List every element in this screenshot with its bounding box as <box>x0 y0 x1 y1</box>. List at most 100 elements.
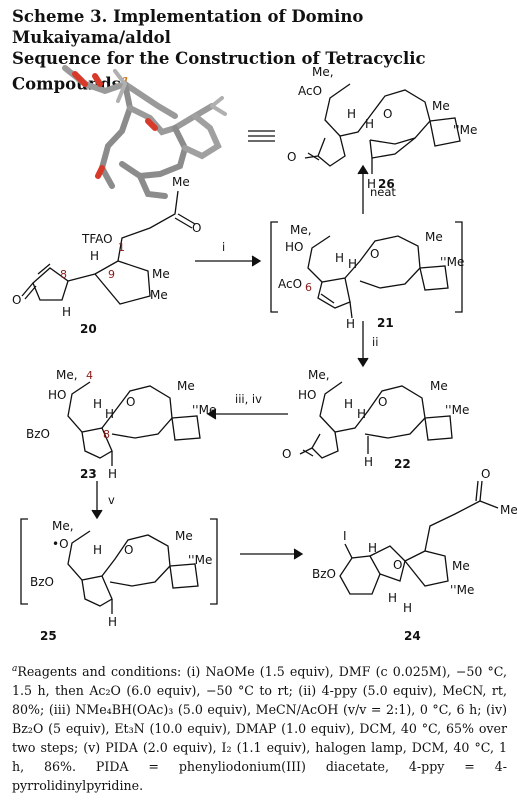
label-20-num1: 1 <box>118 241 125 254</box>
label-23-h-low: H <box>108 467 117 481</box>
label-23-me-top: Me <box>177 379 195 393</box>
label-21-me-hash: ''Me <box>440 255 464 269</box>
label-20-tfao: TFAO <box>81 232 113 246</box>
label-23-num4: 4 <box>86 369 93 382</box>
compound-number-20: 20 <box>80 322 97 336</box>
label-20-num9: 9 <box>108 268 115 281</box>
label-26-aco: AcO <box>298 84 322 98</box>
label-22-o-ketone: O <box>282 447 291 461</box>
scheme-title-line1: Scheme 3. Implementation of Domino Mukai… <box>12 7 364 47</box>
compound-number-26: 26 <box>378 177 395 191</box>
structure-25 <box>67 530 199 614</box>
label-24-iodine: I <box>343 529 347 543</box>
label-21-h-mid: H <box>348 257 357 271</box>
label-20-h-top: H <box>90 249 99 263</box>
label-25-me-hash: ''Me <box>188 553 212 567</box>
label-20-me-mid: Me <box>152 267 170 281</box>
bracket-left-25 <box>20 518 28 605</box>
label-25-o-ring: O <box>124 543 133 557</box>
structure-26 <box>304 83 461 174</box>
label-20-o-ring: O <box>12 293 21 307</box>
title-footnote-marker: a <box>120 73 129 86</box>
label-20-me-low: Me <box>150 288 168 302</box>
compound-number-21: 21 <box>377 316 394 330</box>
label-24-o-ring: O <box>393 558 402 572</box>
label-22-me-hash: ''Me <box>445 403 469 417</box>
label-22-h-mid: H <box>357 407 366 421</box>
compound-number-25: 25 <box>40 629 57 643</box>
label-25-h-low: H <box>108 615 117 629</box>
label-24-h-top: H <box>368 541 377 555</box>
arrow-label-v: v <box>108 493 115 507</box>
label-20-me-top: Me <box>172 175 190 189</box>
label-23-me-wedge: Me, <box>56 368 78 382</box>
label-21-me-top: Me <box>425 230 443 244</box>
label-21-h-low: H <box>346 317 355 331</box>
label-24-me-mid: Me <box>452 559 470 573</box>
compound-number-22: 22 <box>394 457 411 471</box>
label-23-ho: HO <box>48 388 66 402</box>
label-25-me-wedge: Me, <box>52 519 74 533</box>
label-23-o-ring: O <box>126 395 135 409</box>
label-26-me-hash: ''Me <box>453 123 477 137</box>
identity-sign <box>248 130 275 142</box>
label-20-h-low: H <box>62 305 71 319</box>
label-25-me-top: Me <box>175 529 193 543</box>
label-22-me-top: Me <box>430 379 448 393</box>
label-21-aco: AcO <box>278 277 302 291</box>
arrow-label-i: i <box>222 240 225 254</box>
label-26-me-top: Me <box>432 99 450 113</box>
arrow-step-ii <box>357 321 369 368</box>
compound-number-24: 24 <box>404 629 421 643</box>
structure-21 <box>307 235 449 319</box>
label-25-o-radical: •O <box>52 537 69 551</box>
label-21-me-wedge: Me, <box>290 223 312 237</box>
footnote-marker: a <box>12 664 18 674</box>
label-23-me-hash: ''Me <box>192 403 216 417</box>
label-26-h-bottom: H <box>367 177 376 191</box>
arrow-label-neat: neat <box>370 185 396 199</box>
label-26-me-wedge: Me, <box>312 65 334 79</box>
structure-22 <box>299 381 453 459</box>
reaction-scheme: Me, AcO H O H Me ''Me O H 26 neat Me O T… <box>12 65 517 643</box>
label-24-o-ketone: O <box>481 467 490 481</box>
compound-number-23: 23 <box>80 467 97 481</box>
structure-24 <box>339 480 499 595</box>
label-21-num6: 6 <box>305 281 312 294</box>
label-24-me-hash: ''Me <box>450 583 474 597</box>
scheme-title: Scheme 3. Implementation of Domino Mukai… <box>12 6 507 95</box>
label-21-h-top: H <box>335 251 344 265</box>
label-23-num8: 8 <box>103 428 110 441</box>
bracket-right-25 <box>210 518 218 605</box>
arrow-step-v <box>91 481 103 520</box>
label-23-h-mid: H <box>105 407 114 421</box>
footnote-text: Reagents and conditions: (i) NaOMe (1.5 … <box>12 664 507 794</box>
label-24-bzo: BzO <box>312 567 336 581</box>
reagents-footnote: aReagents and conditions: (i) NaOMe (1.5… <box>12 660 507 795</box>
label-21-o-ring: O <box>370 247 379 261</box>
arrow-to-24 <box>240 548 304 560</box>
label-24-h-low2: H <box>403 601 412 615</box>
bracket-right-21 <box>455 221 463 313</box>
label-20-o-ketone: O <box>192 221 201 235</box>
label-25-h-top: H <box>93 543 102 557</box>
arrow-step-i <box>195 255 262 267</box>
arrow-label-ii: ii <box>372 335 378 349</box>
bracket-left-21 <box>270 221 278 313</box>
label-26-o-ring: O <box>383 107 392 121</box>
label-22-o-ring: O <box>378 395 387 409</box>
label-22-ho: HO <box>298 388 316 402</box>
label-20-num8: 8 <box>60 268 67 281</box>
label-21-ho: HO <box>285 240 303 254</box>
arrow-neat <box>357 164 369 214</box>
crystal-structure-image <box>62 65 227 199</box>
label-24-me-top: Me <box>500 503 517 517</box>
label-26-h-mid: H <box>365 117 374 131</box>
structure-23 <box>67 381 201 466</box>
label-24-h-low1: H <box>388 591 397 605</box>
arrow-label-iii-iv: iii, iv <box>235 392 262 406</box>
label-23-h-top: H <box>93 397 102 411</box>
label-26-o-ketone: O <box>287 150 296 164</box>
label-25-bzo: BzO <box>30 575 54 589</box>
structure-20 <box>21 190 196 305</box>
